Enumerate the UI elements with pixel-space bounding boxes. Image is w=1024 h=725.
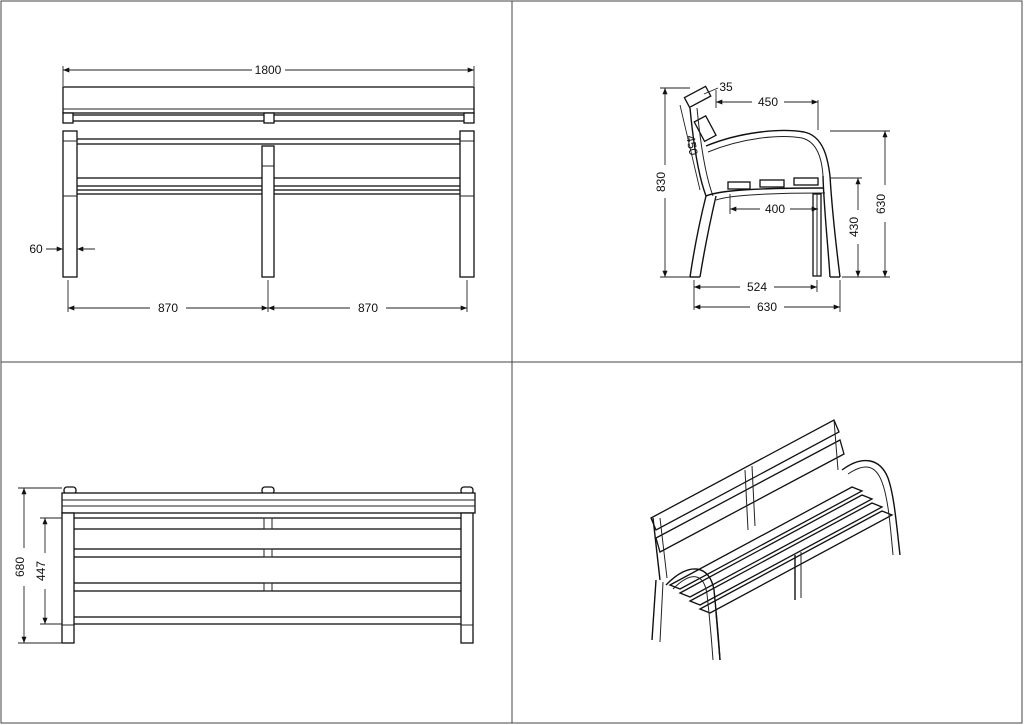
seat-plank: [69, 616, 469, 625]
left-arm: [61, 512, 75, 644]
right-arm: [460, 512, 474, 644]
middle-leg: [261, 145, 275, 278]
dim-leg-spacing: 524: [747, 280, 767, 294]
left-leg: [62, 130, 78, 278]
backrest-top: [61, 492, 476, 514]
dim-top-seat-depth: 447: [34, 561, 48, 581]
isometric-view: [650, 419, 901, 661]
seat-plank: [69, 548, 469, 558]
dim-seat-height: 430: [847, 217, 861, 237]
dim-total-depth: 630: [757, 300, 777, 314]
seat-plank: [69, 582, 469, 592]
dim-total-height: 830: [654, 172, 668, 192]
dim-top-total-depth: 680: [13, 557, 27, 577]
top-view: 680 447: [13, 486, 476, 644]
right-leg: [459, 130, 475, 278]
front-view: 1800 60 870 870: [29, 63, 475, 315]
dim-armrest-height: 630: [874, 194, 888, 214]
dim-span-left: 870: [158, 301, 178, 315]
dim-arm-depth: 450: [758, 95, 778, 109]
side-view: 35 450 450 830 630 430 400: [654, 80, 890, 314]
dim-backrest-height: 450: [683, 134, 700, 156]
dim-leg-width: 60: [29, 242, 43, 256]
dim-seat-depth: 400: [765, 202, 785, 216]
dim-span-right: 870: [358, 301, 378, 315]
dim-overall-width: 1800: [255, 63, 282, 77]
dim-backrest-thickness: 35: [719, 80, 733, 94]
seat-plank: [69, 517, 469, 530]
